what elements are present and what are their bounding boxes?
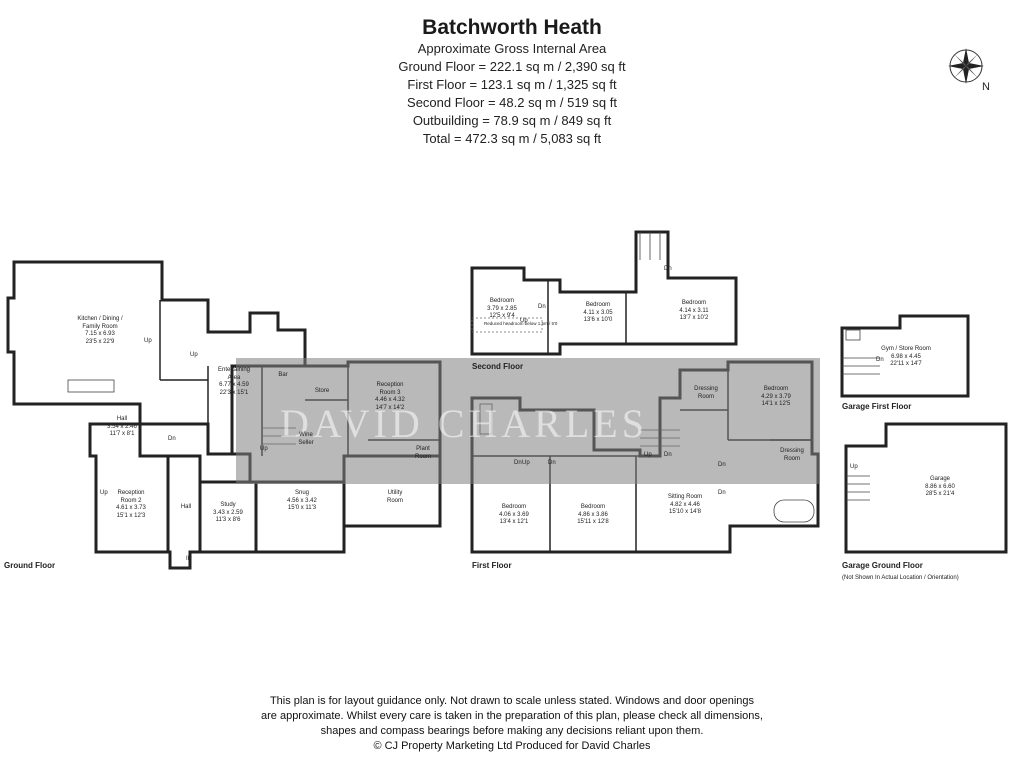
compass-north-label: N: [982, 81, 990, 93]
room-store: Store: [314, 388, 330, 394]
disclaimer: This plan is for layout guidance only. N…: [0, 694, 1024, 754]
stair-up-label: Up: [644, 452, 652, 458]
area-ground: Ground Floor = 222.1 sq m / 2,390 sq ft: [398, 59, 626, 74]
stair-up-label: Up: [520, 318, 528, 324]
garage-note: (Not Shown In Actual Location / Orientat…: [842, 575, 959, 581]
stair-down-label: Dn: [718, 490, 726, 496]
disclaimer-line: shapes and compass bearings before makin…: [320, 725, 704, 737]
compass-rose-icon: N: [948, 48, 990, 93]
stair-up-label: Up: [190, 352, 198, 358]
ground-floor-label: Ground Floor: [4, 561, 56, 570]
page-title: Batchworth Heath: [422, 16, 602, 39]
copyright-line: © CJ Property Marketing Ltd Produced for…: [373, 740, 651, 752]
area-subtitle: Approximate Gross Internal Area: [417, 41, 607, 56]
stair-up-label: Up: [260, 446, 268, 452]
area-total: Total = 472.3 sq m / 5,083 sq ft: [422, 131, 602, 146]
garage-first-floor-label: Garage First Floor: [842, 402, 912, 411]
stair-up-label: Up: [100, 490, 108, 496]
stair-down-label: Dn: [548, 460, 556, 466]
stair-down-label: Dn: [664, 266, 672, 272]
second-floor-label: Second Floor: [472, 362, 524, 371]
area-second: Second Floor = 48.2 sq m / 519 sq ft: [407, 95, 617, 110]
watermark-text: DAVID CHARLES: [280, 401, 648, 446]
stair-down-label: Dn: [718, 462, 726, 468]
stair-up-label: Up: [522, 460, 530, 466]
disclaimer-line: This plan is for layout guidance only. N…: [269, 695, 755, 707]
first-floor-label: First Floor: [472, 561, 512, 570]
area-outbuilding: Outbuilding = 78.9 sq m / 849 sq ft: [412, 113, 612, 128]
headroom-note: Reduced headroom below 1.5m / 5'0: [484, 321, 558, 326]
plan-header: Batchworth Heath Approximate Gross Inter…: [0, 16, 1024, 148]
watermark-band: [236, 358, 820, 484]
stair-down-label: Dn: [168, 436, 176, 442]
stair-down-label: Dn: [538, 304, 546, 310]
area-first: First Floor = 123.1 sq m / 1,325 sq ft: [407, 77, 617, 92]
entrance-label: IN: [186, 556, 192, 562]
garage-ground-floor-label: Garage Ground Floor: [842, 561, 923, 570]
room-bar: Bar: [278, 372, 288, 378]
stair-down-label: Dn: [514, 460, 522, 466]
disclaimer-line: are approximate. Whilst every care is ta…: [261, 710, 763, 722]
stair-down-label: Dn: [876, 357, 884, 363]
room-hall-entrance: Hall: [180, 504, 192, 510]
stair-up-label: Up: [144, 338, 152, 344]
stair-up-label: Up: [850, 464, 858, 470]
stair-down-label: Dn: [664, 452, 672, 458]
